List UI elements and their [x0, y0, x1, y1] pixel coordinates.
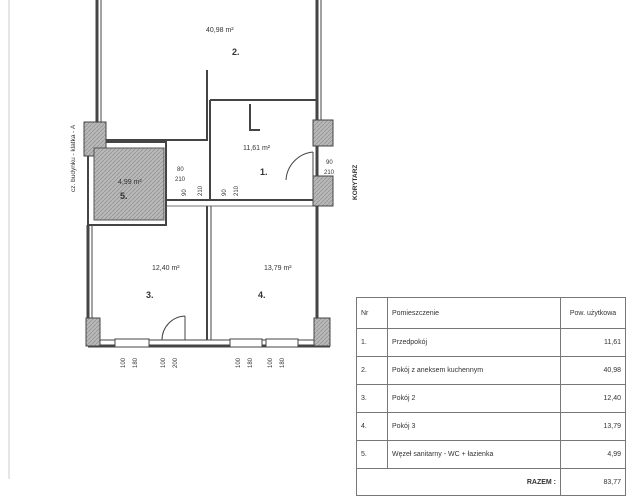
windows: [114, 338, 299, 348]
legend-row-name: Węzeł sanitarny - WC + łazienka: [387, 440, 561, 469]
room-4-area: 13,79 m²: [264, 265, 292, 272]
legend-row: 1. Przedpokój 11,61: [356, 328, 626, 357]
window-dim-label: 100: [121, 357, 127, 368]
door-dim-label: 210: [324, 170, 335, 176]
window-dim-label: 100: [161, 357, 167, 368]
wall-pillars: [83, 119, 334, 347]
legend-row: 2. Pokój z aneksem kuchennym 40,98: [356, 356, 626, 385]
legend-row-nr: 2.: [356, 356, 388, 385]
legend-row-name: Przedpokój: [387, 328, 561, 357]
legend-total-row: RAZEM : 83,77: [356, 468, 626, 496]
door-dim-label: 210: [175, 177, 186, 183]
door-dim-label: 90: [326, 160, 333, 166]
floor-plan: 40,98 m² 2. 11,61 m² 1. 4,99 m² 5. 12,40…: [8, 0, 359, 479]
legend-total-value: 83,77: [560, 468, 626, 496]
window-dim-label: 100: [236, 357, 242, 368]
room-legend-table: Nr Pomieszczenie Pow. użytkowa 1. Przedp…: [356, 297, 626, 496]
window-dim-label: 180: [280, 357, 286, 368]
legend-row-area: 13,79: [560, 412, 626, 441]
window-dim-label: 100: [268, 357, 274, 368]
window-dim-label: 200: [173, 357, 179, 368]
legend-row: 3. Pokój 2 12,40: [356, 384, 626, 413]
door-dim-label: 90: [182, 189, 188, 196]
legend-row-area: 4,99: [560, 440, 626, 469]
room-4-number: 4.: [258, 290, 266, 300]
legend-header-name: Pomieszczenie: [387, 297, 561, 329]
window-dim-label: 180: [133, 357, 139, 368]
room-5-area: 4,99 m²: [118, 179, 142, 186]
room-2-area: 40,98 m²: [206, 27, 234, 34]
legend-row-nr: 3.: [356, 384, 388, 413]
door-dim-label: 90: [222, 189, 228, 196]
legend-row: 4. Pokój 3 13,79: [356, 412, 626, 441]
window-dim-label: 180: [248, 357, 254, 368]
window-dimensions: 100 180 100 200 100 180 100 180: [121, 357, 286, 368]
legend-row-nr: 5.: [356, 440, 388, 469]
legend-row-name: Pokój z aneksem kuchennym: [387, 356, 561, 385]
legend-row-area: 40,98: [560, 356, 626, 385]
building-section-label: cz. budynku - klatka - A: [70, 124, 77, 192]
legend-total-label: RAZEM :: [356, 468, 561, 496]
legend-row-area: 11,61: [560, 328, 626, 357]
door-swings: [161, 151, 314, 341]
legend-row-area: 12,40: [560, 384, 626, 413]
legend-header-row: Nr Pomieszczenie Pow. użytkowa: [356, 297, 626, 329]
legend-row-nr: 4.: [356, 412, 388, 441]
legend-row-nr: 1.: [356, 328, 388, 357]
door-dim-label: 210: [234, 185, 240, 196]
room-3-number: 3.: [146, 290, 154, 300]
room-1-area: 11,61 m²: [243, 145, 271, 152]
room-2-number: 2.: [232, 47, 240, 57]
door-dim-label: 210: [198, 185, 204, 196]
legend-row: 5. Węzeł sanitarny - WC + łazienka 4,99: [356, 440, 626, 469]
legend-header-nr: Nr: [356, 297, 388, 329]
door-dim-label: 80: [177, 167, 184, 173]
door-dimensions: 80 210 90 210 90 210 90 210: [175, 160, 335, 196]
room-3-area: 12,40 m²: [152, 265, 180, 272]
corridor-label: KORYTARZ: [352, 165, 359, 200]
bathroom-fill: [93, 147, 165, 221]
room-1-number: 1.: [260, 167, 268, 177]
room-5-number: 5.: [120, 191, 128, 201]
legend-row-name: Pokój 3: [387, 412, 561, 441]
legend-row-name: Pokój 2: [387, 384, 561, 413]
legend-header-area: Pow. użytkowa: [560, 297, 626, 329]
